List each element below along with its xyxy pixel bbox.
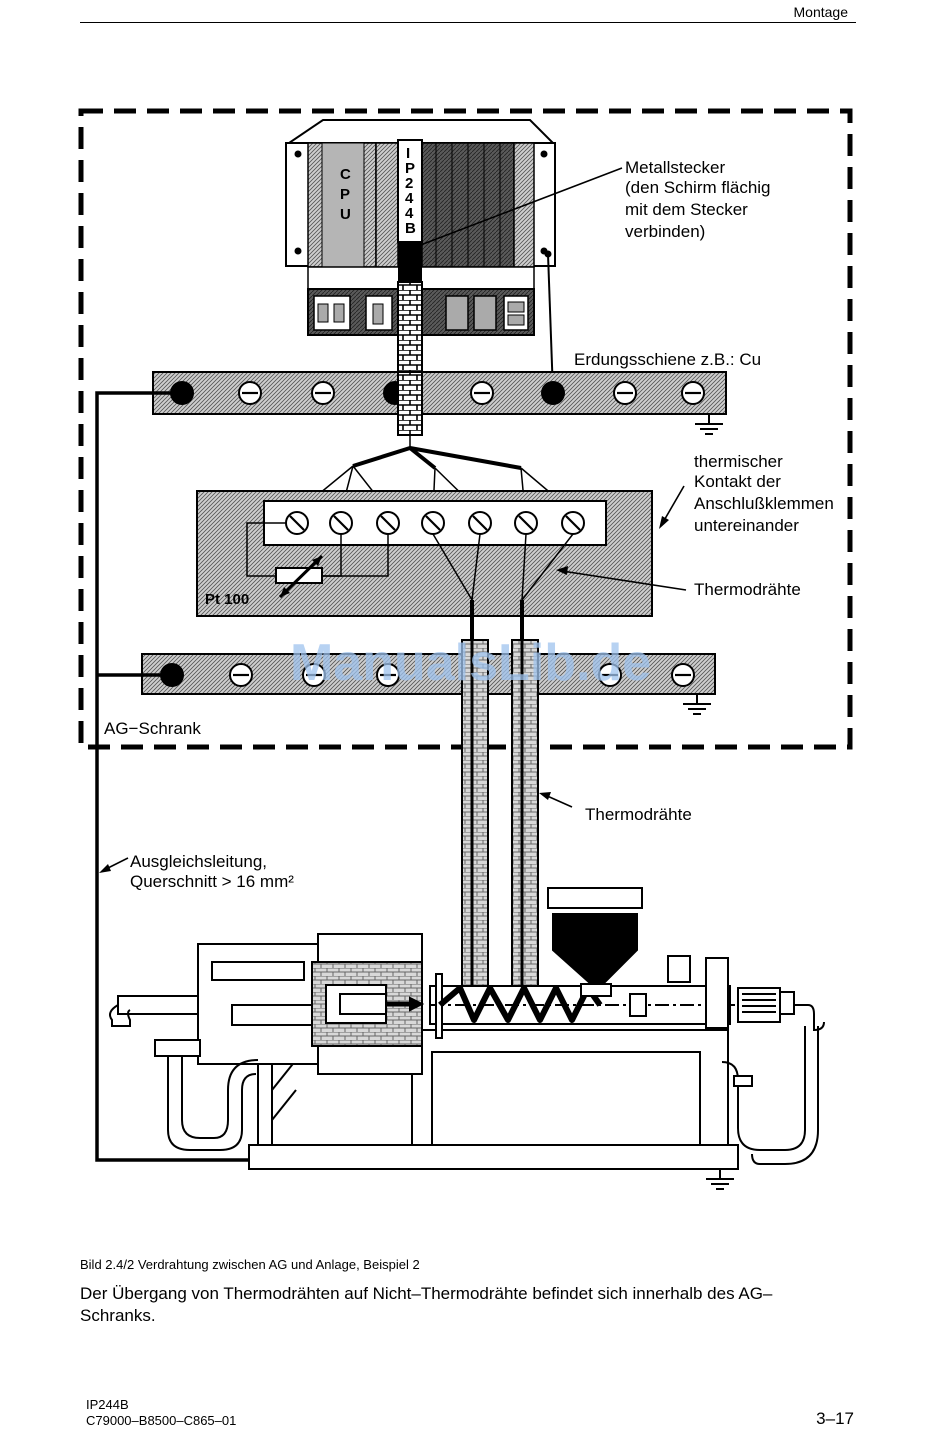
ag-schrank-label: AG−Schrank: [104, 719, 201, 738]
erdungsschiene-label: Erdungsschiene z.B.: Cu: [574, 350, 761, 369]
ausgleichsleitung-label: Ausgleichsleitung, Querschnitt > 16 mm²: [130, 852, 294, 891]
grounding-rail-upper: [152, 371, 727, 435]
terminal-block: [196, 490, 653, 640]
footer-doc-name: IP244B: [86, 1397, 129, 1412]
grounding-rail-lower: [141, 653, 716, 715]
thermocouple-cables: [461, 639, 539, 993]
page-number: 3–17: [816, 1409, 854, 1428]
equipotential-wire: [95, 391, 250, 1162]
watermark: ManualsLib.de: [290, 634, 651, 692]
pt100-label: Pt 100: [205, 591, 249, 608]
section-title: Montage: [793, 4, 848, 20]
plc-rack: [285, 119, 556, 336]
injection-molding-machine: [109, 887, 825, 1190]
figure-caption: Bild 2.4/2 Verdrahtung zwischen AG und A…: [80, 1257, 420, 1272]
body-paragraph: Der Übergang von Thermodrähten auf Nicht…: [80, 1284, 773, 1325]
footer-doc-info: IP244B C79000–B8500–C865–01: [86, 1397, 236, 1429]
page-header: Montage: [80, 0, 856, 23]
thermodraehte-outer-label: Thermodrähte: [585, 805, 692, 824]
thermischer-kontakt-label: thermischer Kontakt der Anschlußklemmen …: [694, 452, 839, 535]
metallstecker-label: Metallstecker (den Schirm flächig mit de…: [625, 158, 775, 241]
footer-doc-number: C79000–B8500–C865–01: [86, 1413, 237, 1428]
thermodraehte-inner-label: Thermodrähte: [694, 580, 801, 599]
